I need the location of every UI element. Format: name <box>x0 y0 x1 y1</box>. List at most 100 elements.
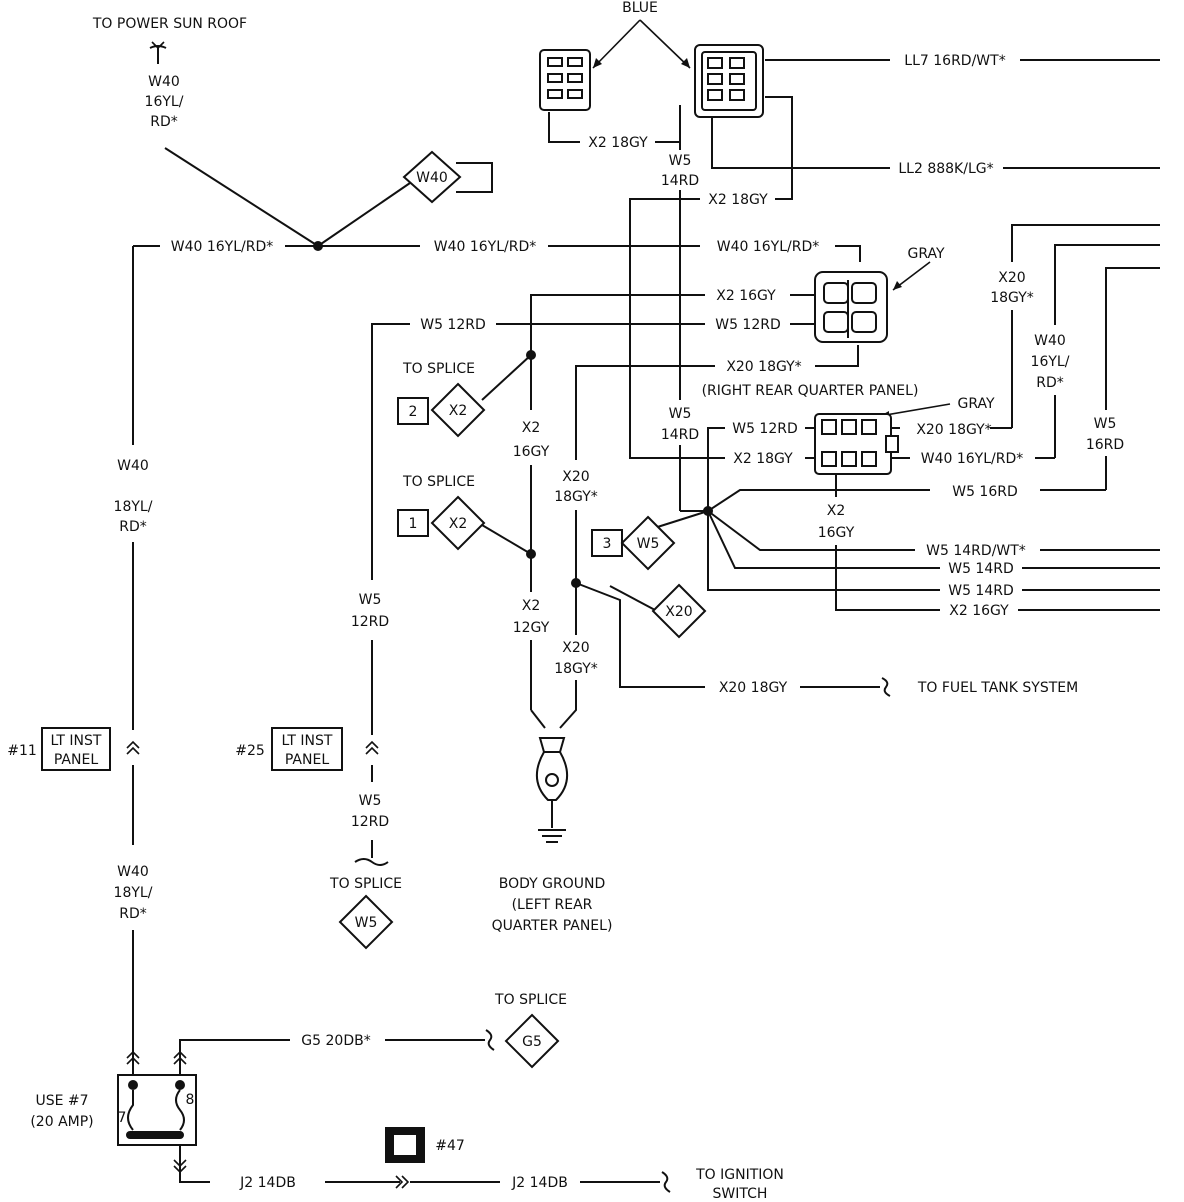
label-gray-mid: GRAY <box>957 396 994 412</box>
label-to-fuel-tank: TO FUEL TANK SYSTEM <box>917 680 1078 696</box>
label-w5-14rd-a: W5 14RD <box>948 561 1014 577</box>
label-w5-14rd-b: W5 14RD <box>948 583 1014 599</box>
label-w5-12rd-c: W5 12RD <box>732 421 798 437</box>
splice-dots <box>313 241 713 588</box>
label-num-47: #47 <box>435 1138 465 1154</box>
label-body-ground-2: (LEFT REAR <box>512 897 593 913</box>
label-w5-14rd-top-2: 14RD <box>661 173 699 189</box>
label-x2-16gy-v1: X2 <box>522 420 541 436</box>
label-x2-16gy-v2: 16GY <box>513 444 550 460</box>
label-w40-r1: W40 <box>1034 333 1066 349</box>
connector-icon-gray-mid <box>814 413 899 475</box>
label-ll7: LL7 16RD/WT* <box>904 53 1005 69</box>
splice-diamond-x20: X20 <box>651 583 707 639</box>
label-fuse-1: USE #7 <box>35 1093 88 1109</box>
splice-x2-1-num: 1 <box>409 516 418 532</box>
splice-x20-label: X20 <box>665 604 692 620</box>
label-x2-16gy-out: X2 16GY <box>949 603 1009 619</box>
component-47-icon <box>385 1127 425 1163</box>
label-w5-16rd-r1: W5 <box>1094 416 1117 432</box>
label-body-ground-3: QUARTER PANEL) <box>492 918 613 934</box>
label-to-splice-g5: TO SPLICE <box>494 992 567 1008</box>
label-w5-12rd-v2: 12RD <box>351 614 389 630</box>
label-w5-12rd-low2: 12RD <box>351 814 389 830</box>
connector-icon-gray-top <box>814 271 888 343</box>
splice-x2-1-label: X2 <box>449 516 468 532</box>
label-x20-18gy-c: X20 18GY* <box>916 422 991 438</box>
label-x2-12gy-1: X2 <box>522 598 541 614</box>
label-g5-20db: G5 20DB* <box>301 1033 370 1049</box>
label-w5-14rd-top-1: W5 <box>669 153 692 169</box>
label-x2-16gy-h: X2 16GY <box>716 288 776 304</box>
label-x20-18gy-r1: X20 <box>998 270 1025 286</box>
label-lt-inst-1a: LT INST <box>51 733 102 749</box>
splice-x2-2-num: 2 <box>409 404 418 420</box>
label-w5-12rd-left: W5 12RD <box>420 317 486 333</box>
label-num-25: #25 <box>235 743 265 759</box>
splice-diamond-g5: G5 <box>504 1013 560 1069</box>
label-w40-r3: RD* <box>1036 375 1064 391</box>
splice-diamond-x2-1: 1 X2 <box>397 495 486 551</box>
splice-diamond-w5: W5 <box>338 894 394 950</box>
lt-inst-panel-box-2 <box>271 727 343 771</box>
label-lt-inst-2b: PANEL <box>285 752 329 768</box>
connector-icon-blue-left <box>539 49 591 111</box>
label-w40-18yl-2b: 18YL/ <box>114 885 153 901</box>
labels: BLUE TO POWER SUN ROOF W40 16YL/ RD* LL7… <box>7 0 1124 1202</box>
label-w5-12rd-low1: W5 <box>359 793 382 809</box>
label-lt-inst-2a: LT INST <box>282 733 333 749</box>
wires <box>132 45 1160 1193</box>
ground-icon <box>536 737 568 843</box>
label-w40-18yl-2c: RD* <box>119 906 147 922</box>
splice-diamond-x2-2: 2 X2 <box>397 382 486 438</box>
splice-x2-2-label: X2 <box>449 403 468 419</box>
splice-diamond-w5-3: 3 W5 <box>591 515 676 571</box>
label-x20-18gy-v1: X20 <box>562 469 589 485</box>
inline-connectors <box>126 41 410 1189</box>
label-w5-14rdwt: W5 14RD/WT* <box>926 543 1026 559</box>
fuse-icon <box>117 1074 197 1146</box>
label-x2-12gy-2: 12GY <box>513 620 550 636</box>
label-w5-16rd-r2: 16RD <box>1086 437 1124 453</box>
splice-w5-label: W5 <box>355 915 378 931</box>
splice-w5-3-label: W5 <box>637 536 660 552</box>
label-w5-16rd-h: W5 16RD <box>952 484 1018 500</box>
splice-w5-3-num: 3 <box>603 536 612 552</box>
label-fuse-2: (20 AMP) <box>30 1114 93 1130</box>
label-lt-inst-1b: PANEL <box>54 752 98 768</box>
label-w5-12rd-right: W5 12RD <box>715 317 781 333</box>
label-w40-18yl-2a: W40 <box>117 864 149 880</box>
label-x2-16gy-c1: X2 <box>827 503 846 519</box>
label-x2-18gy-a: X2 18GY <box>588 135 648 151</box>
label-body-ground-1: BODY GROUND <box>499 876 606 892</box>
label-x20-18gy-v2: 18GY* <box>554 489 598 505</box>
label-w40-top-3: RD* <box>150 114 178 130</box>
label-x20-18gy-low2: 18GY* <box>554 661 598 677</box>
label-w5-12rd-v1: W5 <box>359 592 382 608</box>
connector-icon-blue-right <box>694 44 764 118</box>
splice-diamond-w40: W40 <box>402 150 462 204</box>
label-w40-18yl-1b: 18YL/ <box>114 499 153 515</box>
label-w40-16ylrd-mid: W40 16YL/RD* <box>434 239 537 255</box>
label-x2-16gy-c2: 16GY <box>818 525 855 541</box>
label-w40-18yl-1c: RD* <box>119 519 147 535</box>
label-j2-14db-b: J2 14DB <box>511 1175 568 1191</box>
label-to-splice-2: TO SPLICE <box>402 361 475 377</box>
label-w40-top-1: W40 <box>148 74 180 90</box>
label-to-ignition-1: TO IGNITION <box>695 1167 784 1183</box>
label-to-ignition-2: SWITCH <box>713 1186 768 1202</box>
label-x20-18gy-r2: 18GY* <box>990 290 1034 306</box>
lt-inst-panel-box-1 <box>41 727 111 771</box>
label-w40-16ylrd-c: W40 16YL/RD* <box>921 451 1024 467</box>
label-x2-18gy-c: X2 18GY <box>733 451 793 467</box>
label-w5-14rd-mid-1: W5 <box>669 406 692 422</box>
label-w40-18yl-1a: W40 <box>117 458 149 474</box>
label-j2-14db-a: J2 14DB <box>239 1175 296 1191</box>
label-x20-18gy-low1: X20 <box>562 640 589 656</box>
label-to-splice-1: TO SPLICE <box>402 474 475 490</box>
label-gray-top: GRAY <box>907 246 944 262</box>
splice-w40-label: W40 <box>416 170 448 186</box>
label-w40-16ylrd-right: W40 16YL/RD* <box>717 239 820 255</box>
label-x20-18gy-fuel: X20 18GY <box>719 680 788 696</box>
